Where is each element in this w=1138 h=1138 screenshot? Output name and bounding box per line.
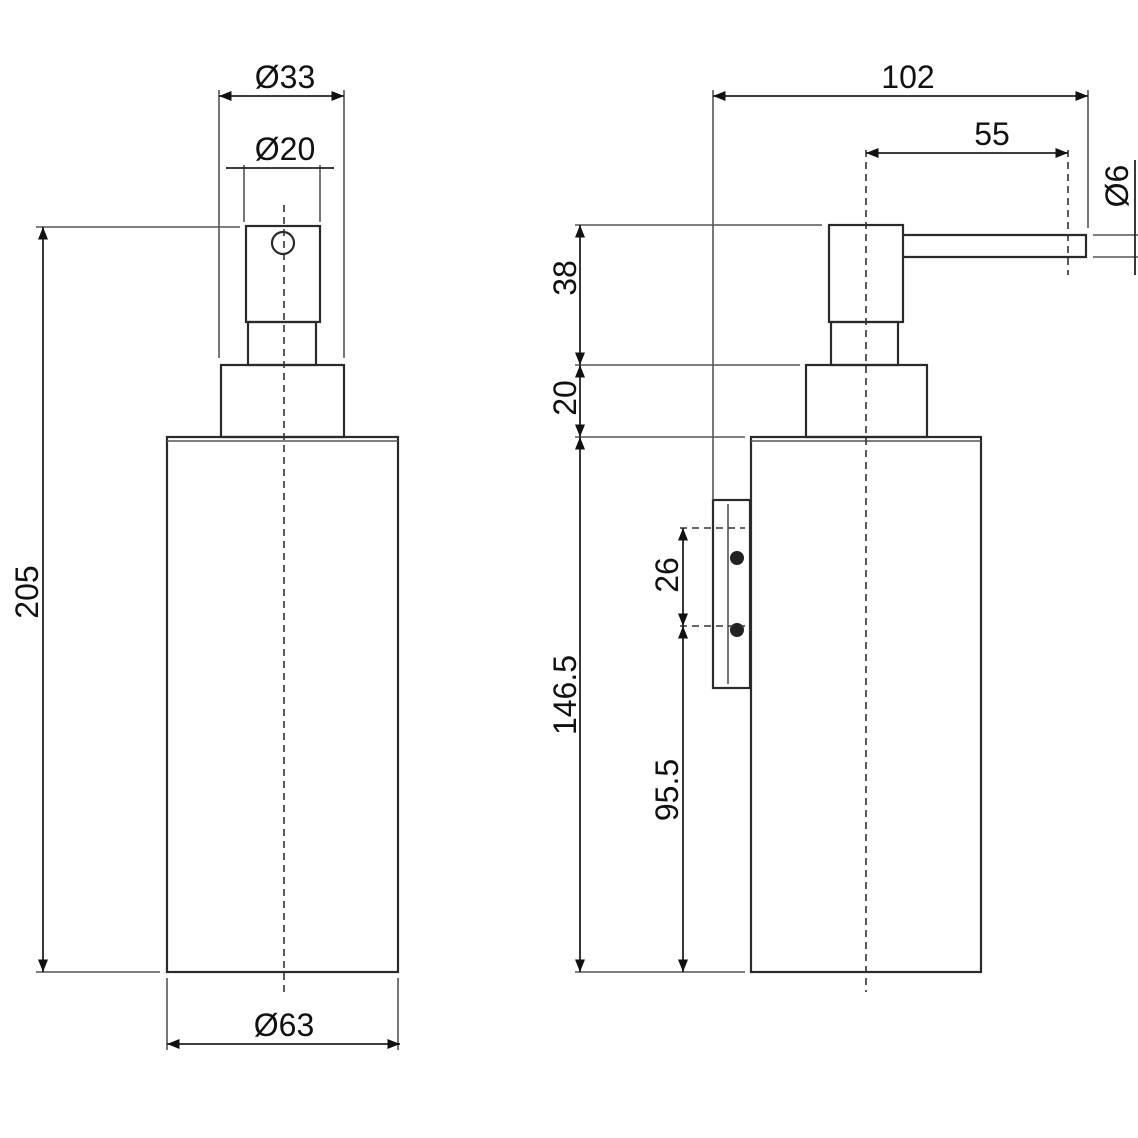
front-body — [165, 435, 400, 974]
front-pump-head — [244, 224, 322, 324]
side-neck — [829, 320, 900, 367]
dim-38: 38 — [547, 260, 583, 296]
spout — [903, 233, 1088, 259]
front-nozzle-hole — [270, 230, 296, 256]
dim-o63: Ø63 — [254, 1007, 314, 1043]
dim-o20: Ø20 — [255, 131, 315, 167]
wall-bracket — [711, 498, 752, 690]
dim-o33: Ø33 — [255, 59, 315, 95]
dim-95-5: 95.5 — [649, 759, 685, 821]
front-collar — [219, 363, 346, 439]
screw-bottom — [730, 623, 744, 637]
dim-102: 102 — [881, 59, 934, 95]
front-neck — [246, 320, 318, 367]
dim-205: 205 — [9, 565, 45, 618]
screw-top — [730, 551, 744, 565]
dim-146-5: 146.5 — [547, 655, 583, 735]
dim-55: 55 — [974, 116, 1010, 152]
side-view: 102 55 Ø6 38 20 146.5 26 95.5 — [547, 59, 1138, 992]
front-view: Ø33 Ø20 205 Ø63 — [9, 59, 400, 1050]
dim-o6: Ø6 — [1099, 165, 1135, 208]
dim-26: 26 — [649, 557, 685, 593]
dim-20: 20 — [547, 380, 583, 416]
